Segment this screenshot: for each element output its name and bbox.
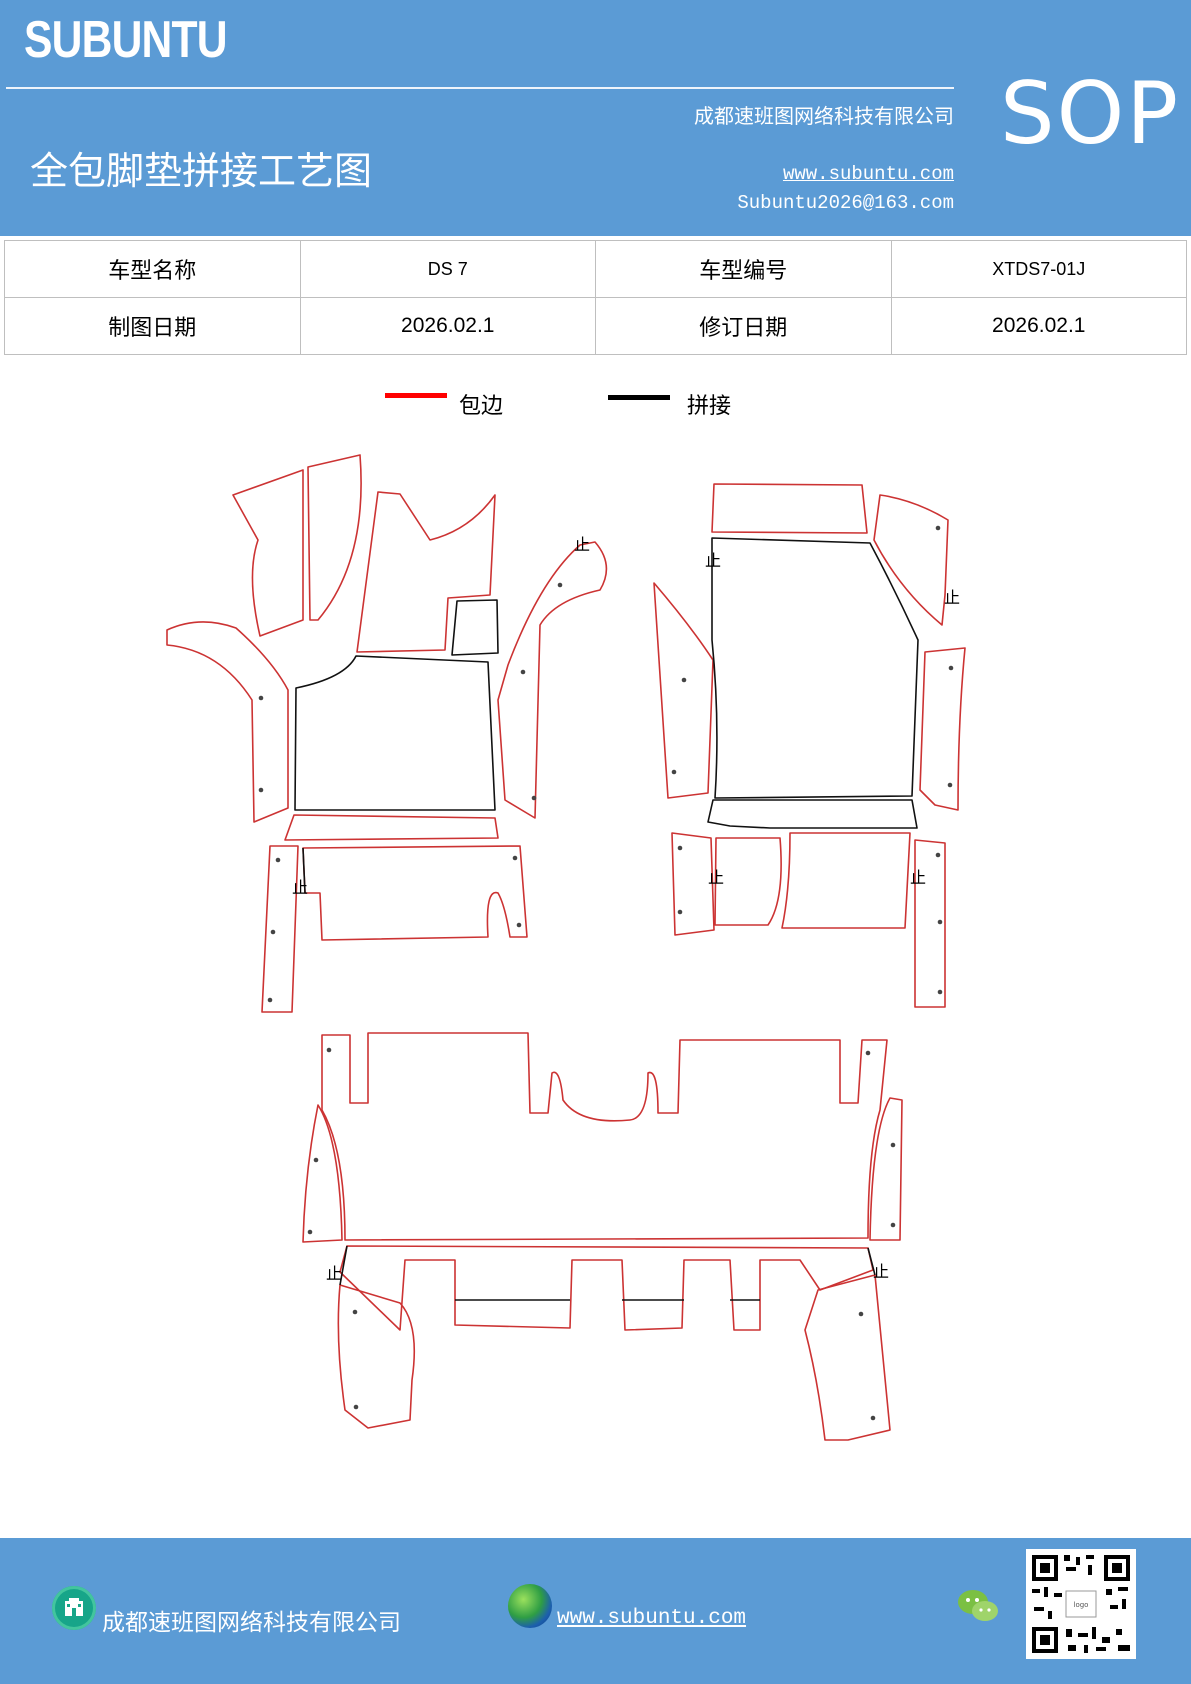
stop-mark: 止 <box>292 878 308 897</box>
info-table: 车型名称 DS 7 车型编号 XTDS7-01J 制图日期 2026.02.1 … <box>4 240 1187 355</box>
revise-date-value: 2026.02.1 <box>890 297 1187 355</box>
stop-mark: 止 <box>708 868 724 887</box>
model-code-value: XTDS7-01J <box>890 240 1187 298</box>
floor-mat-diagram: 止 止 止 止 止 止 止 止 <box>166 454 966 1441</box>
mat-piece <box>914 839 946 1008</box>
mat-piece <box>302 1104 343 1243</box>
table-row: 制图日期 2026.02.1 修订日期 2026.02.1 <box>4 297 1187 355</box>
qr-code[interactable]: logo <box>1026 1549 1136 1659</box>
mat-piece <box>356 491 496 653</box>
mat-piece <box>919 647 966 811</box>
stop-mark: 止 <box>873 1262 889 1281</box>
legend-seam-swatch <box>608 395 670 400</box>
table-row: 车型名称 DS 7 车型编号 XTDS7-01J <box>4 240 1187 298</box>
mat-piece <box>261 845 299 1013</box>
stop-mark: 止 <box>574 535 590 554</box>
mat-piece <box>714 837 782 926</box>
mat-piece <box>804 1274 891 1441</box>
svg-text:logo: logo <box>1074 1601 1089 1609</box>
mat-piece <box>781 832 911 929</box>
mat-piece <box>302 845 528 941</box>
wechat-icon[interactable] <box>956 1586 1000 1626</box>
building-icon <box>52 1586 96 1630</box>
stop-mark: 止 <box>705 551 721 570</box>
qr-code-pattern: logo <box>1032 1555 1130 1653</box>
document-title: 全包脚垫拼接工艺图 <box>30 149 373 193</box>
mat-piece <box>671 832 715 936</box>
footer-website-link[interactable]: www.subuntu.com <box>557 1607 747 1630</box>
mat-piece <box>166 621 289 823</box>
model-code-label: 车型编号 <box>595 240 892 298</box>
mat-piece <box>707 799 918 829</box>
footer-company: 成都速班图网络科技有限公司 <box>102 1610 401 1636</box>
mat-piece <box>339 1245 874 1331</box>
draw-date-label: 制图日期 <box>4 297 301 355</box>
mat-seam <box>302 847 306 894</box>
globe-icon <box>508 1584 552 1628</box>
stop-mark: 止 <box>910 868 926 887</box>
mat-piece <box>232 469 304 637</box>
header-divider <box>6 87 954 89</box>
revise-date-label: 修订日期 <box>595 297 892 355</box>
legend-edge-swatch <box>385 393 447 398</box>
draw-date-value: 2026.02.1 <box>299 297 596 355</box>
email-address: Subuntu2026@163.com <box>737 192 954 214</box>
mat-piece <box>711 537 919 799</box>
mat-piece <box>321 1032 888 1241</box>
website-link[interactable]: www.subuntu.com <box>782 163 954 185</box>
mat-piece <box>869 1097 903 1241</box>
mat-piece <box>337 1284 416 1429</box>
mat-piece <box>284 814 499 841</box>
mat-seam <box>339 1245 876 1301</box>
sop-badge: SOP <box>1000 64 1181 164</box>
model-name-value: DS 7 <box>299 240 596 298</box>
legend-seam-label: 拼接 <box>687 394 732 419</box>
mat-piece <box>497 541 608 819</box>
mat-piece <box>294 655 496 811</box>
stop-mark: 止 <box>944 588 960 607</box>
stop-mark: 止 <box>326 1264 342 1283</box>
legend-edge-label: 包边 <box>459 394 504 419</box>
mat-piece <box>711 483 868 534</box>
mat-piece <box>873 494 949 626</box>
model-name-label: 车型名称 <box>4 240 301 298</box>
mat-piece <box>653 582 714 799</box>
mat-piece <box>307 454 362 621</box>
header-banner <box>0 0 1191 236</box>
mat-piece <box>451 599 499 656</box>
company-name: 成都速班图网络科技有限公司 <box>694 104 954 128</box>
brand-logo: SUBUNTU <box>24 11 228 69</box>
